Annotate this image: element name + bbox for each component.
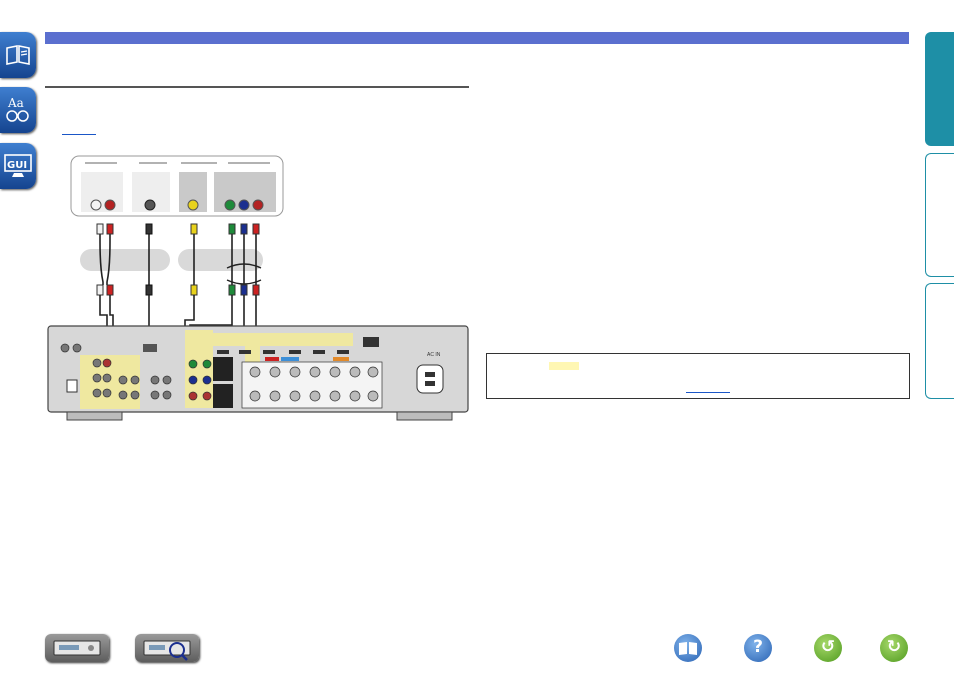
digital-panel <box>132 162 170 212</box>
video-panel <box>179 162 217 212</box>
right-tab-3[interactable] <box>925 283 954 399</box>
note-link[interactable] <box>686 392 730 393</box>
header-bar <box>45 32 909 44</box>
question-icon: ? <box>753 637 763 657</box>
book-icon <box>6 45 30 65</box>
gui-nav-button[interactable]: GUI <box>0 143 36 189</box>
right-tab-1[interactable] <box>925 32 954 146</box>
index-nav-button[interactable]: Aa <box>0 87 36 133</box>
index-aa-icon: Aa <box>6 96 29 122</box>
contents-button[interactable] <box>674 634 702 662</box>
connection-diagram: AC IN <box>47 155 469 421</box>
back-arrow-icon: ↺ <box>820 637 836 657</box>
receiver-rear-icon <box>143 640 191 661</box>
receiver-front-icon <box>53 640 101 656</box>
front-panel-button[interactable] <box>45 634 109 662</box>
note-highlight <box>549 362 579 370</box>
book-icon <box>679 642 697 655</box>
note-box <box>486 353 910 399</box>
svg-text:Aa: Aa <box>7 96 24 110</box>
svg-text:AC IN: AC IN <box>427 352 441 358</box>
remote-panel-button[interactable] <box>135 634 199 662</box>
svg-text:GUI: GUI <box>7 160 27 171</box>
right-tab-2[interactable] <box>925 153 954 277</box>
help-button[interactable]: ? <box>744 634 772 662</box>
audio-panel <box>81 162 123 212</box>
section-divider <box>45 86 469 88</box>
forward-button[interactable]: ↻ <box>880 634 908 662</box>
component-panel <box>214 162 276 212</box>
forward-arrow-icon: ↻ <box>886 637 902 657</box>
back-button[interactable]: ↺ <box>814 634 842 662</box>
page-link[interactable] <box>62 134 96 135</box>
receiver-rear-panel: AC IN <box>47 325 469 421</box>
contents-nav-button[interactable] <box>0 32 36 78</box>
gui-icon: GUI <box>4 154 32 177</box>
